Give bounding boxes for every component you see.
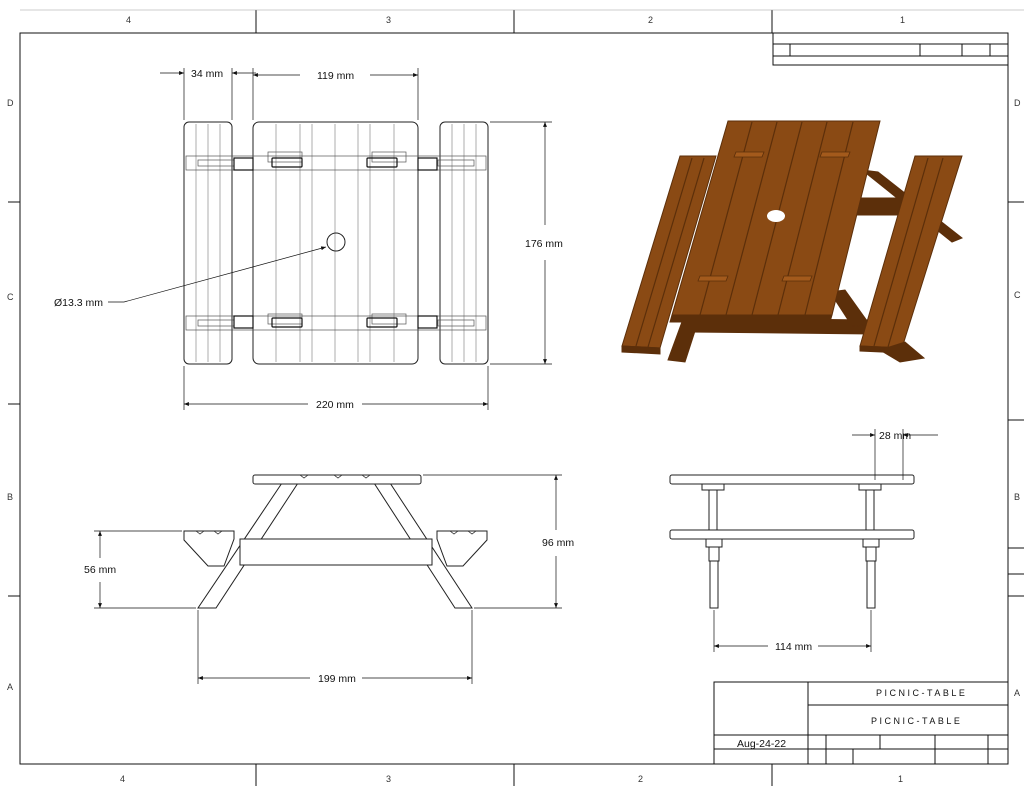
umbrella-hole (326, 232, 346, 252)
side-view-dimensions (713, 429, 938, 652)
dim-seat-height: 56 mm (84, 564, 116, 576)
dim-top-width: 119 mm (317, 70, 354, 82)
dim-bench-width: 34 mm (191, 68, 223, 80)
dim-leg-width: 28 mm (879, 430, 911, 442)
zone-labels-right: D C B A (1014, 98, 1021, 698)
sheet-frame (8, 9, 1024, 786)
top-view-cleats (233, 157, 438, 329)
dim-front-leg-span: 199 mm (318, 673, 356, 685)
front-view-tabletop (252, 474, 422, 485)
side-view (669, 474, 915, 609)
zone-right-A: A (1014, 688, 1020, 698)
top-view-right-bench (439, 121, 489, 365)
top-view-table-top (252, 121, 419, 365)
top-view-braces (185, 151, 487, 331)
zone-right-C: C (1014, 290, 1021, 300)
zone-labels-left: D C B A (7, 98, 14, 692)
zone-top-4: 4 (126, 15, 131, 25)
side-view-bench (669, 529, 915, 540)
zone-right-D: D (1014, 98, 1021, 108)
zone-labels-bottom: 4 3 2 1 (120, 774, 903, 784)
zone-bottom-3: 3 (386, 774, 391, 784)
front-view-dimensions (94, 474, 562, 684)
front-view-crossbeam (239, 538, 433, 566)
title-block-title: PICNIC-TABLE (876, 688, 967, 698)
zone-right-B: B (1014, 492, 1020, 502)
dim-table-height: 96 mm (542, 537, 574, 549)
front-view (183, 474, 488, 609)
zone-left-D: D (7, 98, 14, 108)
front-view-right-bench (436, 530, 488, 567)
zone-left-B: B (7, 492, 13, 502)
dim-overall-width: 220 mm (316, 399, 354, 411)
top-view-left-bench (183, 121, 233, 365)
iso-view (621, 120, 963, 363)
front-view-left-bench (183, 530, 235, 567)
iso-right-bench (859, 155, 963, 349)
zone-top-2: 2 (648, 15, 653, 25)
title-block-subtitle: PICNIC-TABLE (871, 716, 962, 726)
zone-bottom-4: 4 (120, 774, 125, 784)
zone-bottom-2: 2 (638, 774, 643, 784)
dim-hole-diameter: Ø13.3 mm (54, 297, 103, 309)
zone-top-3: 3 (386, 15, 391, 25)
zone-left-A: A (7, 682, 13, 692)
title-block (713, 681, 1009, 765)
iso-umbrella-hole (767, 210, 785, 222)
side-view-tabletop (669, 474, 915, 485)
zone-top-1: 1 (900, 15, 905, 25)
zone-left-C: C (7, 292, 14, 302)
top-view-dimensions (108, 68, 552, 410)
title-block-date: Aug-24-22 (737, 738, 786, 750)
zone-bottom-1: 1 (898, 774, 903, 784)
dim-side-leg-span: 114 mm (775, 641, 812, 653)
zone-labels-top: 4 3 2 1 (126, 15, 905, 25)
top-view (183, 121, 489, 365)
iso-right-bench-foot (878, 341, 926, 363)
dim-depth: 176 mm (525, 238, 563, 250)
